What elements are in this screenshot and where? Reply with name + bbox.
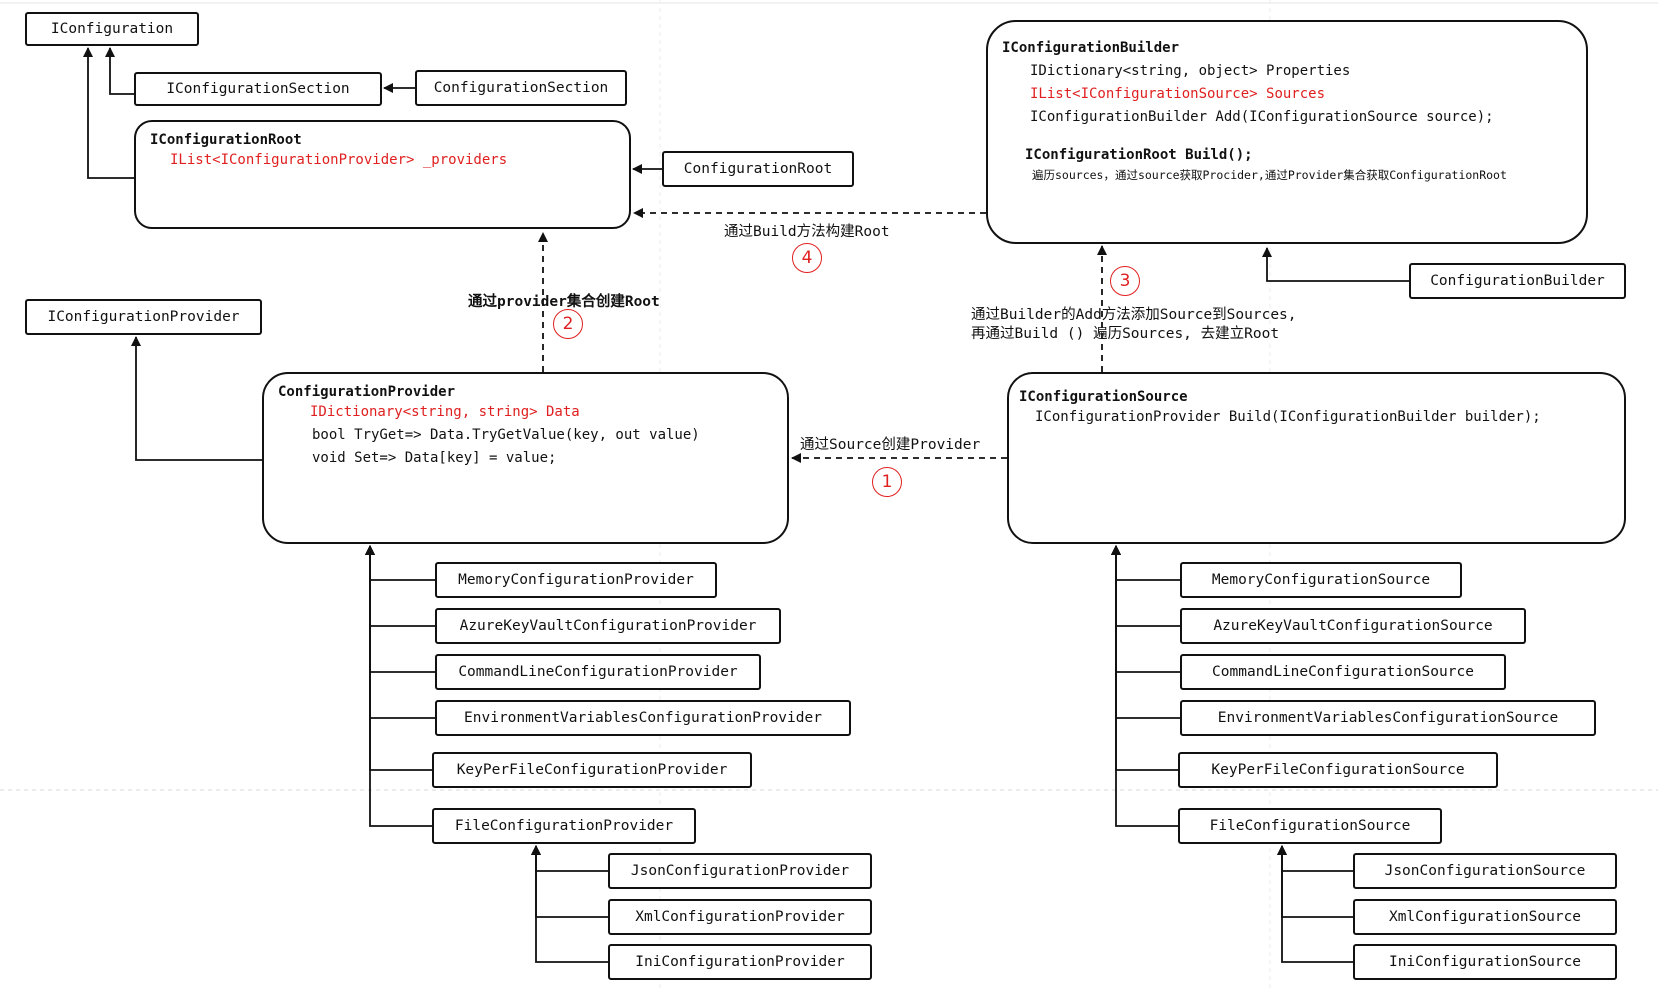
properties-prop: IDictionary<string, object> Properties: [1030, 63, 1351, 79]
iconfiguration-source-node[interactable]: IConfigurationSource IConfigurationProvi…: [1007, 372, 1626, 544]
providers-field: IList<IConfigurationProvider> _providers: [170, 152, 508, 168]
edge-provider-impl-1: [365, 545, 435, 627]
provider-impl-environment[interactable]: EnvironmentVariablesConfigurationProvide…: [435, 700, 851, 736]
step1-label: 通过Source创建Provider: [800, 437, 981, 453]
iconfiguration-section-node[interactable]: IConfigurationSection: [134, 72, 382, 106]
provider-impl-azure[interactable]: AzureKeyVaultConfigurationProvider: [435, 608, 781, 644]
edge-file-source-1: [1277, 845, 1353, 918]
edge-file-provider-1: [531, 845, 608, 918]
file-source-xml[interactable]: XmlConfigurationSource: [1353, 899, 1617, 935]
edge-root-to-configuration: [83, 47, 134, 179]
edge-provider-impl-0: [365, 545, 435, 581]
provider-impl-memory[interactable]: MemoryConfigurationProvider: [435, 562, 717, 598]
iconfiguration-node[interactable]: IConfiguration: [25, 12, 199, 46]
step3-badge: 3: [1110, 266, 1140, 296]
source-impl-keyperfile[interactable]: KeyPerFileConfigurationSource: [1178, 752, 1498, 788]
source-impl-commandline[interactable]: CommandLineConfigurationSource: [1180, 654, 1506, 690]
build-note: 遍历sources，通过source获取Procider,通过Provider集…: [1032, 168, 1507, 182]
configuration-section-node[interactable]: ConfigurationSection: [415, 70, 627, 106]
iconfiguration-root-title: IConfigurationRoot: [150, 132, 302, 148]
provider-impl-commandline[interactable]: CommandLineConfigurationProvider: [435, 654, 761, 690]
iconfiguration-root-node[interactable]: IConfigurationRoot IList<IConfigurationP…: [134, 120, 631, 229]
edge-source-impl-3: [1111, 545, 1180, 719]
file-source-ini[interactable]: IniConfigurationSource: [1353, 944, 1617, 980]
file-source-json[interactable]: JsonConfigurationSource: [1353, 853, 1617, 889]
edge-source-impl-0: [1111, 545, 1180, 581]
data-field: IDictionary<string, string> Data: [310, 404, 580, 420]
add-method: IConfigurationBuilder Add(IConfiguration…: [1030, 109, 1494, 125]
source-impl-file[interactable]: FileConfigurationSource: [1178, 808, 1442, 844]
configuration-builder-node[interactable]: ConfigurationBuilder: [1409, 263, 1626, 299]
edge-section-to-configuration: [105, 47, 134, 95]
edge-file-source-2: [1277, 845, 1353, 963]
edge-file-provider-2: [531, 845, 608, 963]
edge-source-impl-1: [1111, 545, 1180, 627]
step3-label-line1: 通过Builder的Add方法添加Source到Sources,: [971, 307, 1297, 323]
edge-provider-impl-5: [365, 545, 432, 827]
step1-badge: 1: [872, 467, 902, 497]
source-impl-azure[interactable]: AzureKeyVaultConfigurationSource: [1180, 608, 1526, 644]
edge-file-source-0: [1277, 845, 1353, 872]
configuration-provider-node[interactable]: ConfigurationProvider IDictionary<string…: [262, 372, 789, 544]
edge-builder-impl: [1262, 247, 1409, 282]
provider-impl-file[interactable]: FileConfigurationProvider: [432, 808, 696, 844]
iconfiguration-provider-node[interactable]: IConfigurationProvider: [25, 299, 262, 335]
source-title: IConfigurationSource: [1019, 389, 1188, 405]
edge-file-provider-0: [531, 845, 608, 872]
step2-badge: 2: [553, 309, 583, 339]
source-impl-memory[interactable]: MemoryConfigurationSource: [1180, 562, 1462, 598]
step4-badge: 4: [792, 243, 822, 273]
edge-provider-impl-2: [365, 545, 435, 673]
file-provider-ini[interactable]: IniConfigurationProvider: [608, 944, 872, 980]
provider-impl-keyperfile[interactable]: KeyPerFileConfigurationProvider: [432, 752, 752, 788]
set-method: void Set=> Data[key] = value;: [312, 450, 557, 466]
step4-label: 通过Build方法构建Root: [724, 224, 890, 240]
file-provider-json[interactable]: JsonConfigurationProvider: [608, 853, 872, 889]
tryget-method: bool TryGet=> Data.TryGetValue(key, out …: [312, 427, 700, 443]
edge-provider-impl: [131, 336, 262, 461]
iconfiguration-builder-node[interactable]: IConfigurationBuilder IDictionary<string…: [986, 20, 1588, 244]
configuration-provider-title: ConfigurationProvider: [278, 384, 456, 400]
edge-source-impl-2: [1111, 545, 1180, 673]
builder-title: IConfigurationBuilder: [1002, 40, 1180, 56]
sources-prop: IList<IConfigurationSource> Sources: [1030, 86, 1326, 102]
step3-label-line2: 再通过Build () 遍历Sources, 去建立Root: [971, 326, 1280, 342]
edge-provider-impl-3: [365, 545, 435, 719]
source-impl-environment[interactable]: EnvironmentVariablesConfigurationSource: [1180, 700, 1596, 736]
source-build-method: IConfigurationProvider Build(IConfigurat…: [1035, 409, 1541, 425]
step2-label: 通过provider集合创建Root: [468, 294, 660, 310]
build-method: IConfigurationRoot Build();: [1025, 147, 1253, 163]
edge-source-impl-5: [1111, 545, 1178, 827]
file-provider-xml[interactable]: XmlConfigurationProvider: [608, 899, 872, 935]
configuration-root-node[interactable]: ConfigurationRoot: [662, 151, 854, 187]
